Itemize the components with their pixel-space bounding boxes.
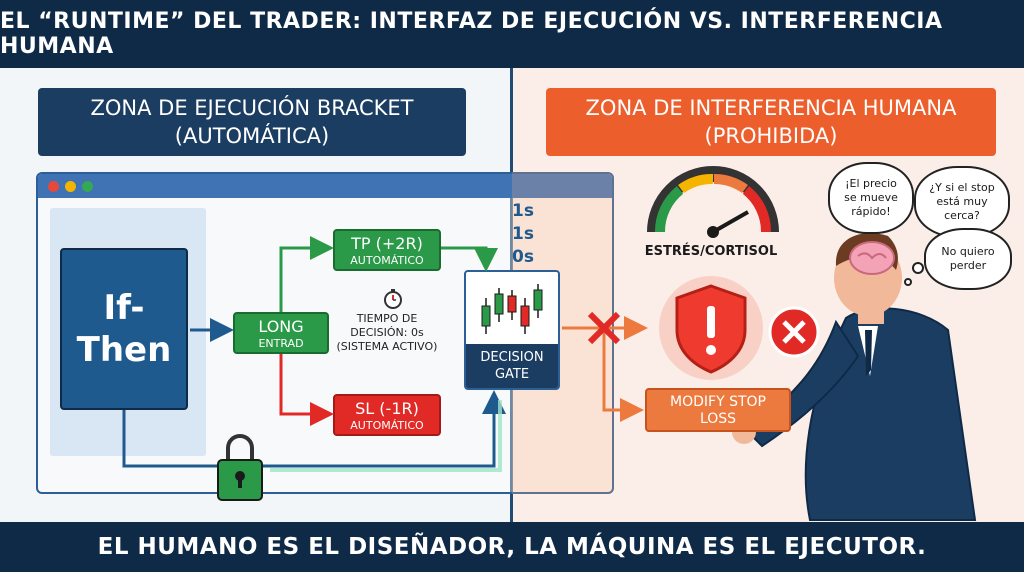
candlestick-chart-icon: [481, 284, 543, 334]
stress-gauge-label: ESTRÉS/CORTISOL: [644, 244, 778, 259]
execution-zone-title-line2: (AUTOMÁTICA): [174, 124, 330, 148]
decision-gate: DECISION GATE: [464, 270, 560, 390]
thought-bubble-price: ¡El precio se mueve rápido!: [828, 162, 914, 234]
modify-line1: MODIFY STOP: [670, 394, 766, 410]
modify-stop-loss-button[interactable]: MODIFY STOP LOSS: [645, 388, 791, 432]
long-entry-box: LONG ENTRAD: [233, 312, 329, 354]
page-title: EL “RUNTIME” DEL TRADER: INTERFAZ DE EJE…: [0, 9, 943, 59]
modify-line2: LOSS: [699, 411, 737, 427]
decision-time-text: TIEMPO DE DECISIÓN: 0s (SISTEMA ACTIVO): [332, 312, 442, 354]
timer-line2: DECISIÓN: 0s: [350, 326, 424, 339]
window-close-dot: [48, 181, 59, 192]
interference-zone-title-line2: (PROHIBIDA): [704, 124, 838, 148]
long-sub: ENTRAD: [258, 337, 304, 350]
gate-line1: DECISION: [480, 350, 544, 365]
interference-zone-title-line1: ZONA DE INTERFERENCIA HUMANA: [585, 96, 957, 120]
decision-gate-label: DECISION GATE: [466, 344, 558, 388]
bottom-banner: EL HUMANO ES EL DISEÑADOR, LA MÁQUINA ES…: [0, 522, 1024, 572]
take-profit-label: TP (+2R): [351, 234, 423, 253]
if-then-line2: Then: [76, 330, 172, 370]
timer-line1: TIEMPO DE: [356, 312, 418, 325]
countdown-item-3: 0s: [512, 247, 534, 267]
countdown-list: 1s 1s 0s: [512, 200, 552, 269]
stopwatch-icon: [384, 289, 402, 309]
window-minimize-dot: [65, 181, 76, 192]
thought1-line2: se mueve: [844, 191, 898, 204]
execution-zone-title: ZONA DE EJECUCIÓN BRACKET (AUTOMÁTICA): [38, 88, 466, 156]
take-profit-box: TP (+2R) AUTOMÁTICO: [333, 229, 441, 271]
stop-loss-box: SL (-1R) AUTOMÁTICO: [333, 394, 441, 436]
thought3-line2: perder: [949, 259, 987, 272]
take-profit-sub: AUTOMÁTICO: [350, 254, 424, 267]
if-then-line1: If-: [103, 288, 145, 328]
if-then-block: If- Then: [60, 248, 188, 410]
top-banner: EL “RUNTIME” DEL TRADER: INTERFAZ DE EJE…: [0, 0, 1024, 68]
countdown-item-2: 1s: [512, 224, 534, 244]
countdown-item-1: 1s: [512, 201, 534, 221]
stop-loss-label: SL (-1R): [355, 399, 419, 418]
thought1-line1: ¡El precio: [845, 177, 897, 190]
stop-loss-sub: AUTOMÁTICO: [350, 419, 424, 432]
long-label: LONG: [258, 317, 304, 336]
execution-zone-title-line1: ZONA DE EJECUCIÓN BRACKET: [90, 96, 414, 120]
thought2-line3: cerca?: [944, 209, 980, 222]
thought-bubble-lose: No quiero perder: [924, 228, 1012, 290]
footer-title: EL HUMANO ES EL DISEÑADOR, LA MÁQUINA ES…: [97, 534, 927, 560]
window-maximize-dot: [82, 181, 93, 192]
thought1-line3: rápido!: [851, 205, 891, 218]
timer-line3: (SISTEMA ACTIVO): [336, 340, 438, 353]
window-title-bar: [38, 174, 612, 198]
thought2-line1: ¿Y si el stop: [929, 181, 995, 194]
thought2-line2: está muy: [936, 195, 988, 208]
interference-zone-title: ZONA DE INTERFERENCIA HUMANA (PROHIBIDA): [546, 88, 996, 156]
gate-line2: GATE: [494, 367, 530, 382]
thought3-line1: No quiero: [941, 245, 995, 258]
thought-bubble-stop: ¿Y si el stop está muy cerca?: [914, 166, 1010, 238]
